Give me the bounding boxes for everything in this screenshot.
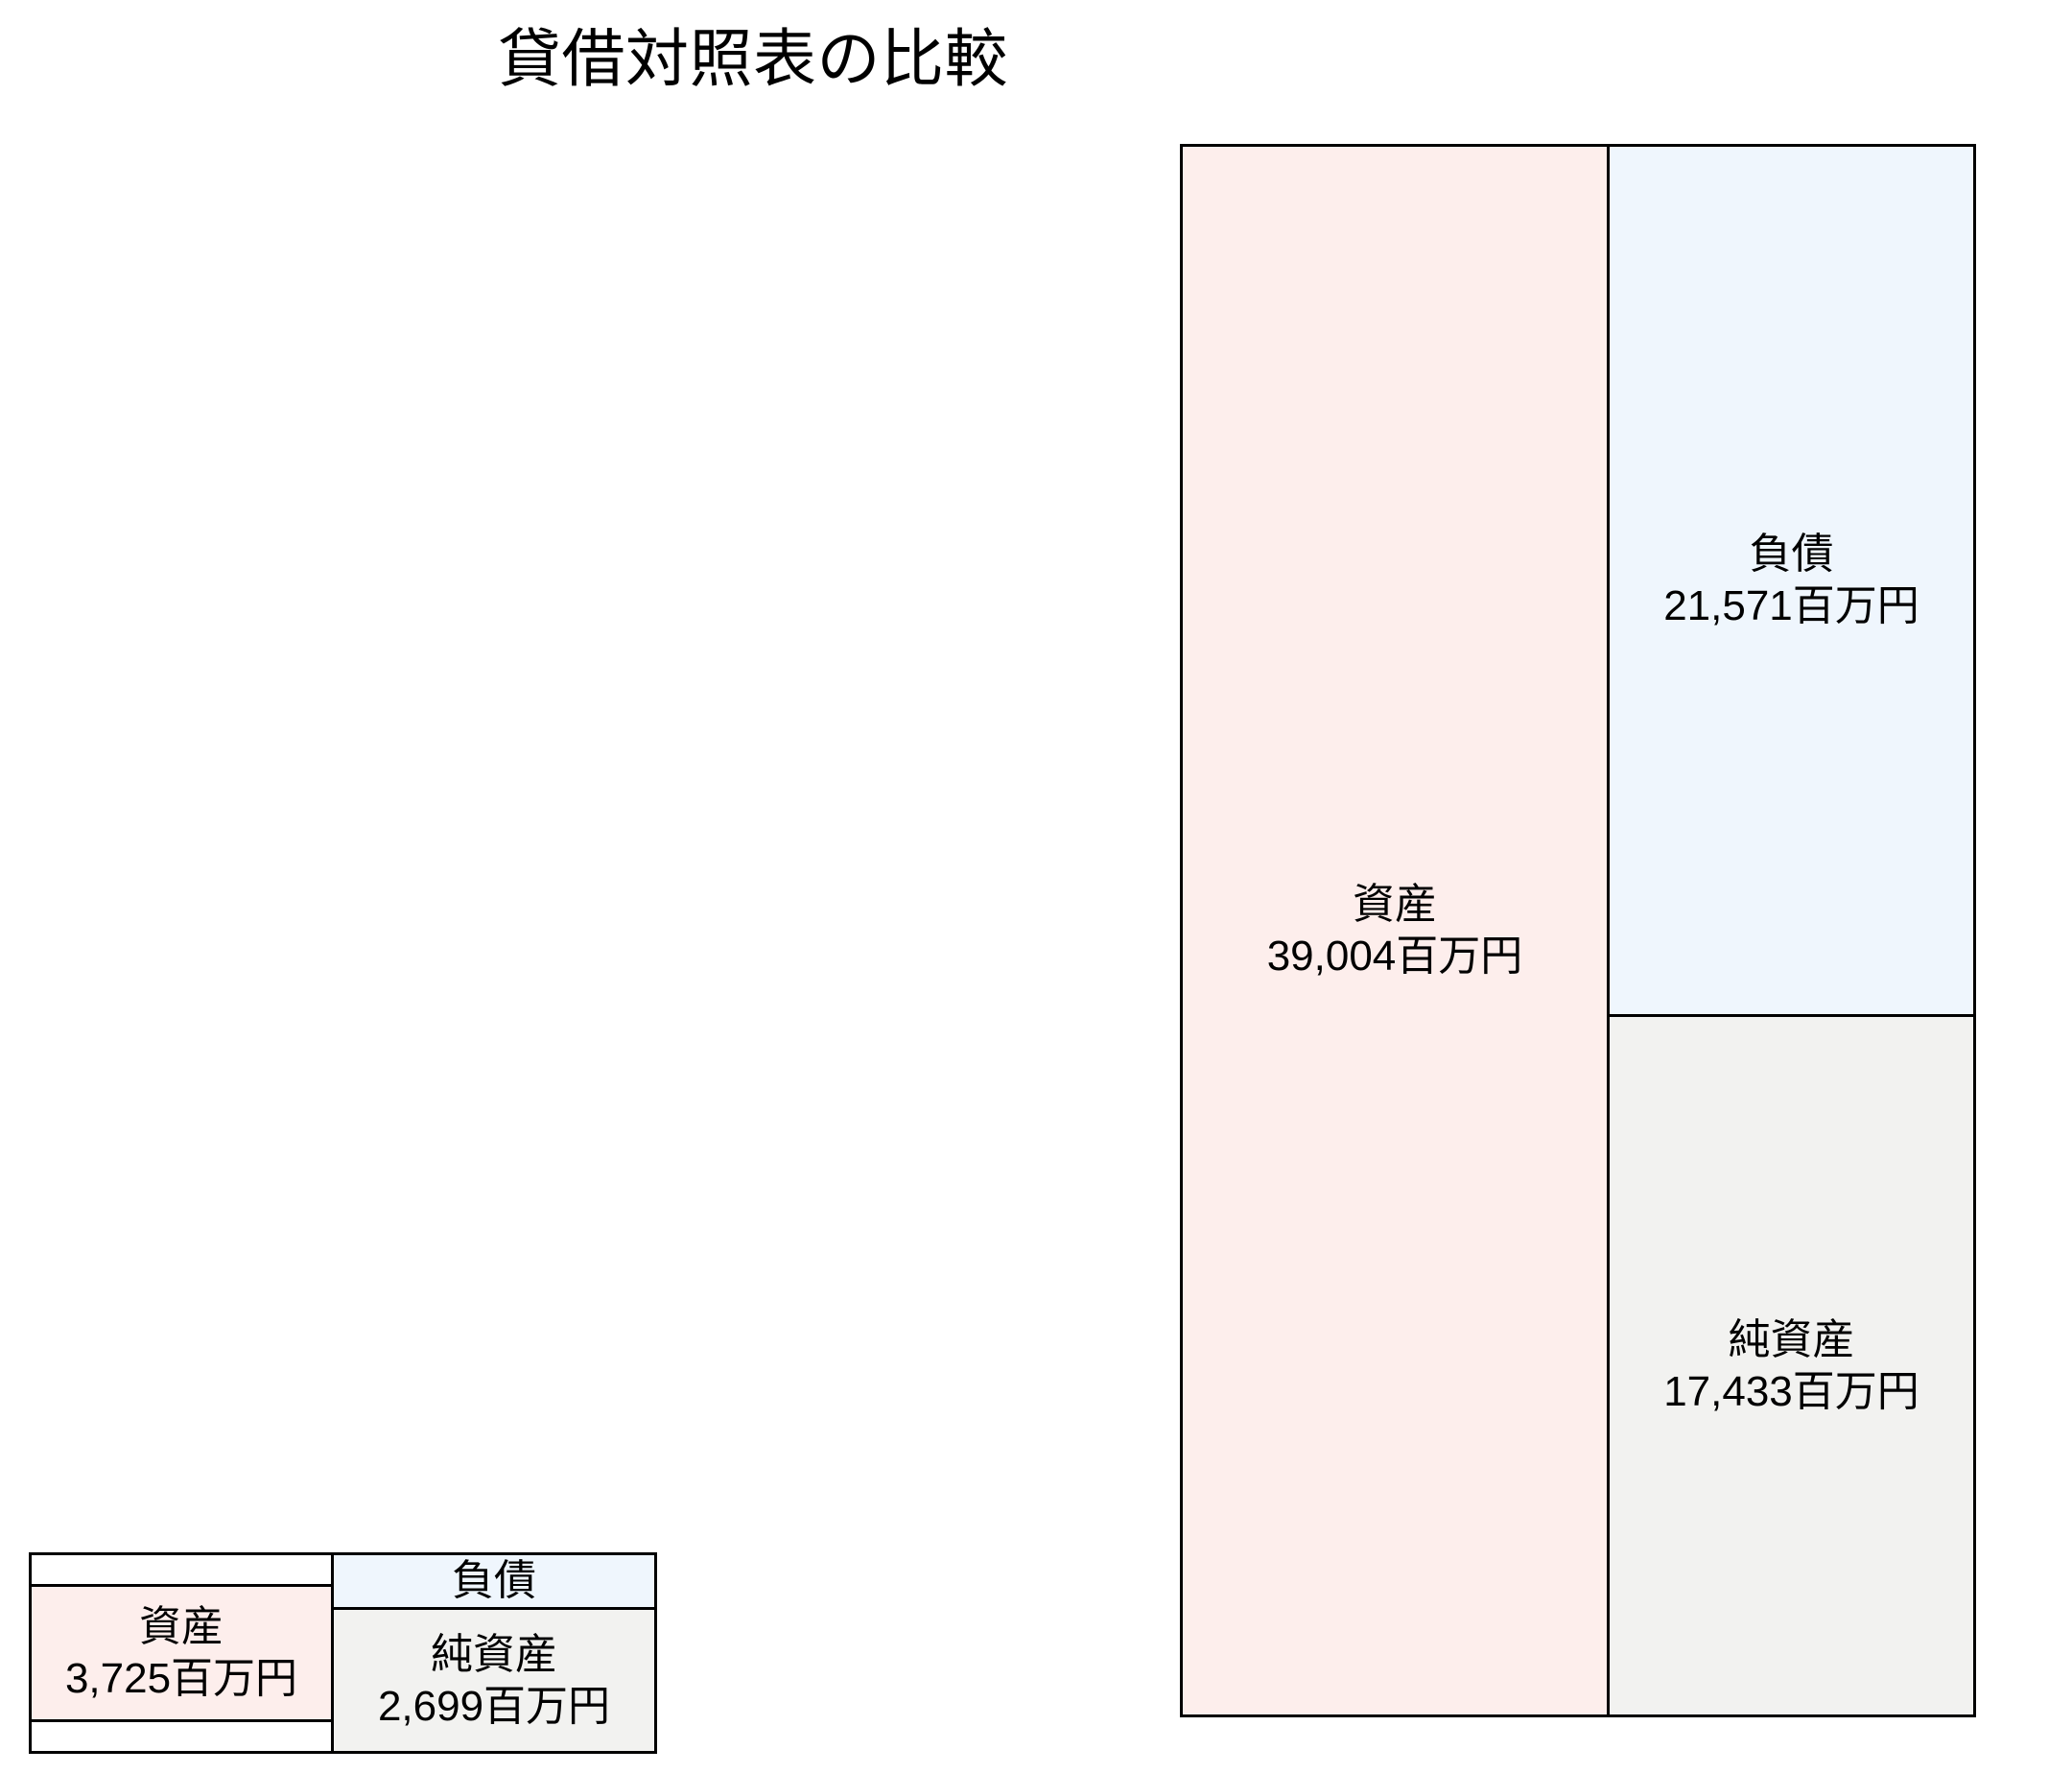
- large-liabilities-text: 負債 21,571百万円: [1663, 529, 1919, 631]
- small-assets-label: 資産: [138, 1603, 224, 1651]
- large-liabilities-block: 負債 21,571百万円: [1607, 144, 1976, 1017]
- small-liabilities-text: 負債: [452, 1555, 536, 1607]
- large-assets-text: 資産 39,004百万円: [1267, 879, 1523, 981]
- large-assets-label: 資産: [1352, 881, 1437, 929]
- small-net-assets-text: 純資産 2,699百万円: [378, 1629, 610, 1732]
- page-title: 貸借対照表の比較: [498, 23, 1008, 94]
- small-net-assets-label: 純資産: [430, 1630, 557, 1678]
- large-net-assets-label: 純資産: [1728, 1315, 1855, 1363]
- small-assets-value: 3,725百万円: [64, 1655, 298, 1702]
- large-net-assets-text: 純資産 17,433百万円: [1663, 1314, 1919, 1417]
- small-net-assets-value: 2,699百万円: [377, 1682, 611, 1730]
- large-liabilities-label: 負債: [1749, 531, 1834, 579]
- small-assets-block: 資産 3,725百万円: [29, 1584, 334, 1722]
- balance-sheet-figure-large: 資産 39,004百万円 負債 21,571百万円 純資産 17,433百万円: [1180, 144, 1976, 1717]
- large-net-assets-block: 純資産 17,433百万円: [1607, 1014, 1976, 1717]
- balance-sheet-figure-small: 資産 3,725百万円 負債 純資産 2,699百万円: [29, 1552, 657, 1754]
- small-assets-text: 資産 3,725百万円: [65, 1601, 297, 1704]
- small-liabilities-block: 負債: [331, 1552, 657, 1610]
- small-net-assets-block: 純資産 2,699百万円: [331, 1607, 657, 1754]
- small-liabilities-label: 負債: [452, 1557, 536, 1605]
- large-liabilities-value: 21,571百万円: [1663, 582, 1919, 629]
- large-assets-block: 資産 39,004百万円: [1180, 144, 1610, 1717]
- large-net-assets-value: 17,433百万円: [1663, 1367, 1919, 1415]
- large-assets-value: 39,004百万円: [1266, 933, 1523, 980]
